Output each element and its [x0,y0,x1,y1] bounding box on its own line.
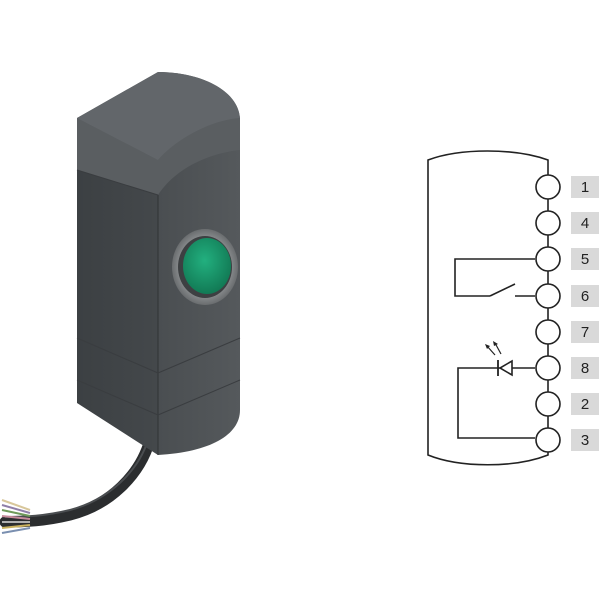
cable-highlight [4,439,149,518]
terminal-list: 1 4 5 6 7 8 2 3 [535,174,599,453]
terminal-label: 3 [581,432,589,449]
terminal-circle [535,210,561,236]
terminal-circle [535,319,561,345]
terminal-circle [535,355,561,381]
housing-top-highlight [77,72,240,160]
terminal-label: 6 [581,288,589,305]
wire-ends [1,499,31,534]
terminal-circle [535,427,561,453]
terminal-label-box [571,321,599,343]
terminal-label-box [571,393,599,415]
terminal-circle [535,391,561,417]
led-circuit [457,367,535,439]
relay-contact [454,258,535,297]
wiring-diagram: 1 4 5 6 7 8 2 3 [427,150,599,466]
terminal-label: 8 [581,360,589,377]
terminal-label: 5 [581,251,589,268]
terminal-label-box [571,212,599,234]
terminal-label: 4 [581,215,589,232]
terminal-circle [535,283,561,309]
diagram-outline [427,150,549,466]
terminal-circle [535,174,561,200]
terminal-label-box [571,285,599,307]
terminal-label-box [571,248,599,270]
terminal-label: 1 [581,179,589,196]
housing-side-face [77,118,158,455]
push-button [172,229,238,305]
led-icon [485,341,513,377]
device-housing [0,72,241,534]
terminal-label: 7 [581,324,589,341]
terminal-label-box [571,429,599,451]
terminal-label: 2 [581,396,589,413]
terminal-circle [535,246,561,272]
terminal-label-box [571,176,599,198]
terminal-label-box [571,357,599,379]
